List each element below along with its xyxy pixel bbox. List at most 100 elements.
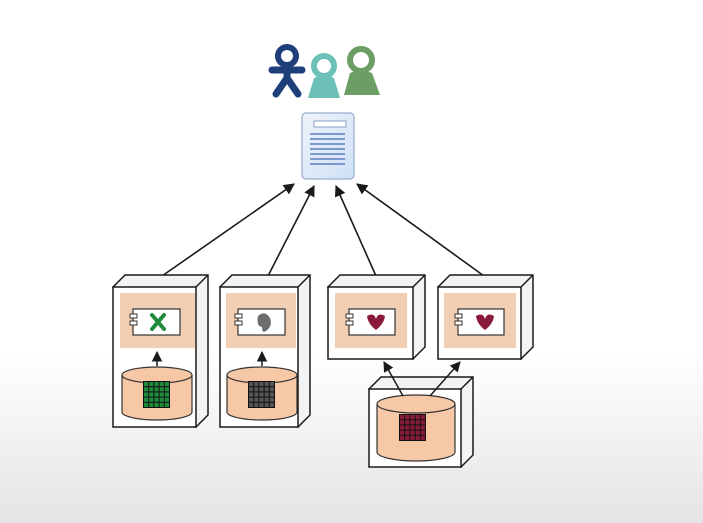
data-grid-cell xyxy=(254,382,259,387)
component-box xyxy=(335,293,407,348)
data-grid-cell xyxy=(269,397,274,402)
data-grid-cell xyxy=(159,387,164,392)
heart-glyph-icon xyxy=(367,314,385,330)
data-grid-cell xyxy=(144,382,149,387)
arrow-shared-db-to-service-4 xyxy=(429,361,461,397)
arrow-service-3-to-document xyxy=(334,184,377,277)
service-node-1 xyxy=(112,274,209,429)
data-grid-cell xyxy=(254,387,259,392)
component-box xyxy=(120,293,195,348)
service-node-4 xyxy=(436,274,534,361)
data-grid-cell xyxy=(420,425,425,430)
data-grid-icon xyxy=(143,381,170,408)
data-grid-icon xyxy=(399,414,426,441)
data-grid-cell xyxy=(249,382,254,387)
user-pin-icon xyxy=(308,53,340,98)
service-node-2 xyxy=(219,274,311,429)
data-grid-cell xyxy=(400,415,405,420)
arrow-shared-db-to-service-3 xyxy=(383,361,404,397)
data-grid-cell xyxy=(249,402,254,407)
database-icon xyxy=(121,366,193,421)
arrows-to-document xyxy=(161,183,485,277)
data-grid-cell xyxy=(264,382,269,387)
data-grid-cell xyxy=(154,392,159,397)
data-grid-cell xyxy=(149,402,154,407)
data-grid-cell xyxy=(400,430,405,435)
data-grid-cell xyxy=(144,402,149,407)
data-grid-cell xyxy=(420,415,425,420)
component-port-icon xyxy=(234,313,243,326)
data-grid-cell xyxy=(144,387,149,392)
data-grid-cell xyxy=(269,387,274,392)
data-grid-cell xyxy=(264,392,269,397)
x-glyph-icon xyxy=(150,313,166,331)
person-icon xyxy=(268,44,306,98)
data-grid-cell xyxy=(159,392,164,397)
data-grid-cell xyxy=(405,420,410,425)
data-grid-cell xyxy=(164,387,169,392)
component-box xyxy=(226,293,296,348)
service-node-3 xyxy=(326,274,426,361)
document-icon xyxy=(301,112,355,180)
data-grid-cell xyxy=(410,430,415,435)
data-grid-cell xyxy=(259,382,264,387)
data-grid-cell xyxy=(415,420,420,425)
data-grid-cell xyxy=(400,420,405,425)
data-grid-cell xyxy=(149,387,154,392)
data-grid-cell xyxy=(154,387,159,392)
data-grid-cell xyxy=(269,382,274,387)
data-grid-cell xyxy=(164,402,169,407)
data-grid-cell xyxy=(420,430,425,435)
data-grid-cell xyxy=(410,415,415,420)
data-grid-cell xyxy=(259,387,264,392)
data-grid-cell xyxy=(249,397,254,402)
users-group xyxy=(268,44,380,98)
data-grid-cell xyxy=(259,397,264,402)
data-grid-cell xyxy=(415,435,420,440)
data-grid-cell xyxy=(269,402,274,407)
data-grid-cell xyxy=(144,392,149,397)
data-grid-cell xyxy=(400,425,405,430)
data-grid-cell xyxy=(410,425,415,430)
shared-database-node xyxy=(367,361,474,469)
data-grid-cell xyxy=(405,430,410,435)
data-grid-icon xyxy=(248,381,275,408)
data-grid-cell xyxy=(259,402,264,407)
data-grid-cell xyxy=(264,397,269,402)
component-box xyxy=(444,293,516,348)
data-grid-cell xyxy=(410,435,415,440)
heart-glyph-icon xyxy=(476,314,494,330)
component-port-icon xyxy=(345,313,354,326)
data-grid-cell xyxy=(415,425,420,430)
data-grid-cell xyxy=(144,397,149,402)
data-grid-cell xyxy=(249,387,254,392)
arrow-service-2-to-document xyxy=(267,185,315,277)
component-port-icon xyxy=(129,313,138,326)
data-grid-cell xyxy=(254,397,259,402)
data-grid-cell xyxy=(254,402,259,407)
data-grid-cell xyxy=(400,435,405,440)
blob-glyph-icon xyxy=(257,313,271,332)
data-grid-cell xyxy=(420,435,425,440)
database-icon xyxy=(376,394,456,462)
data-grid-cell xyxy=(405,415,410,420)
data-grid-cell xyxy=(159,397,164,402)
data-grid-cell xyxy=(159,382,164,387)
data-grid-cell xyxy=(254,392,259,397)
data-grid-cell xyxy=(264,387,269,392)
database-icon xyxy=(226,366,298,421)
data-grid-cell xyxy=(149,382,154,387)
data-grid-cell xyxy=(269,392,274,397)
data-grid-cell xyxy=(149,397,154,402)
data-grid-cell xyxy=(154,402,159,407)
arrow-service-4-to-document xyxy=(356,183,485,277)
component-port-icon xyxy=(454,313,463,326)
data-grid-cell xyxy=(415,415,420,420)
arrow-service-1-to-document xyxy=(161,183,295,277)
data-grid-cell xyxy=(154,397,159,402)
user-pin-icon xyxy=(344,46,380,95)
data-grid-cell xyxy=(164,382,169,387)
data-grid-cell xyxy=(415,430,420,435)
